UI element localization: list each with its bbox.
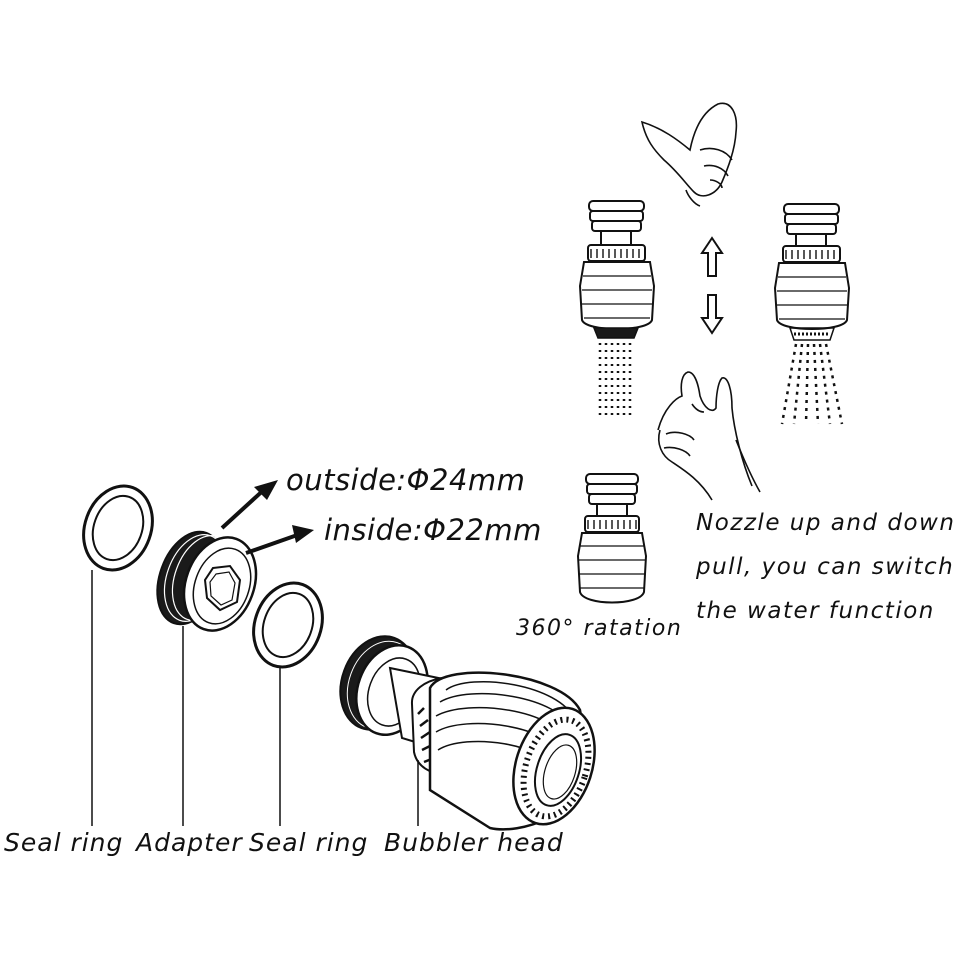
bubbler-head <box>339 635 596 831</box>
description-line-3: the water function <box>696 598 935 624</box>
inside-diameter-label: inside:Φ22mm <box>324 513 542 547</box>
hand-top-icon <box>640 102 738 207</box>
arrow-up-icon <box>700 236 724 277</box>
adapter <box>156 530 258 632</box>
seal-ring-1 <box>82 484 154 572</box>
hand-bottom-icon <box>657 371 761 501</box>
seal-ring-1-label: Seal ring <box>4 828 124 857</box>
aerator-rotation <box>576 473 648 604</box>
seal-ring-2-label: Seal ring <box>249 828 369 857</box>
outside-diameter-label: outside:Φ24mm <box>286 463 526 497</box>
aerator-top-right <box>773 203 851 425</box>
adapter-label: Adapter <box>136 828 243 857</box>
description-line-1: Nozzle up and down <box>696 510 956 536</box>
bubbler-head-label: Bubbler head <box>384 828 564 857</box>
aerator-top-left <box>578 200 656 420</box>
arrow-down-icon <box>700 294 724 335</box>
seal-ring-2 <box>252 581 324 669</box>
rotation-label: 360° ratation <box>516 616 683 641</box>
inside-arrow <box>245 525 314 555</box>
description-line-2: pull, you can switch <box>696 554 955 580</box>
outside-arrow <box>220 480 278 530</box>
